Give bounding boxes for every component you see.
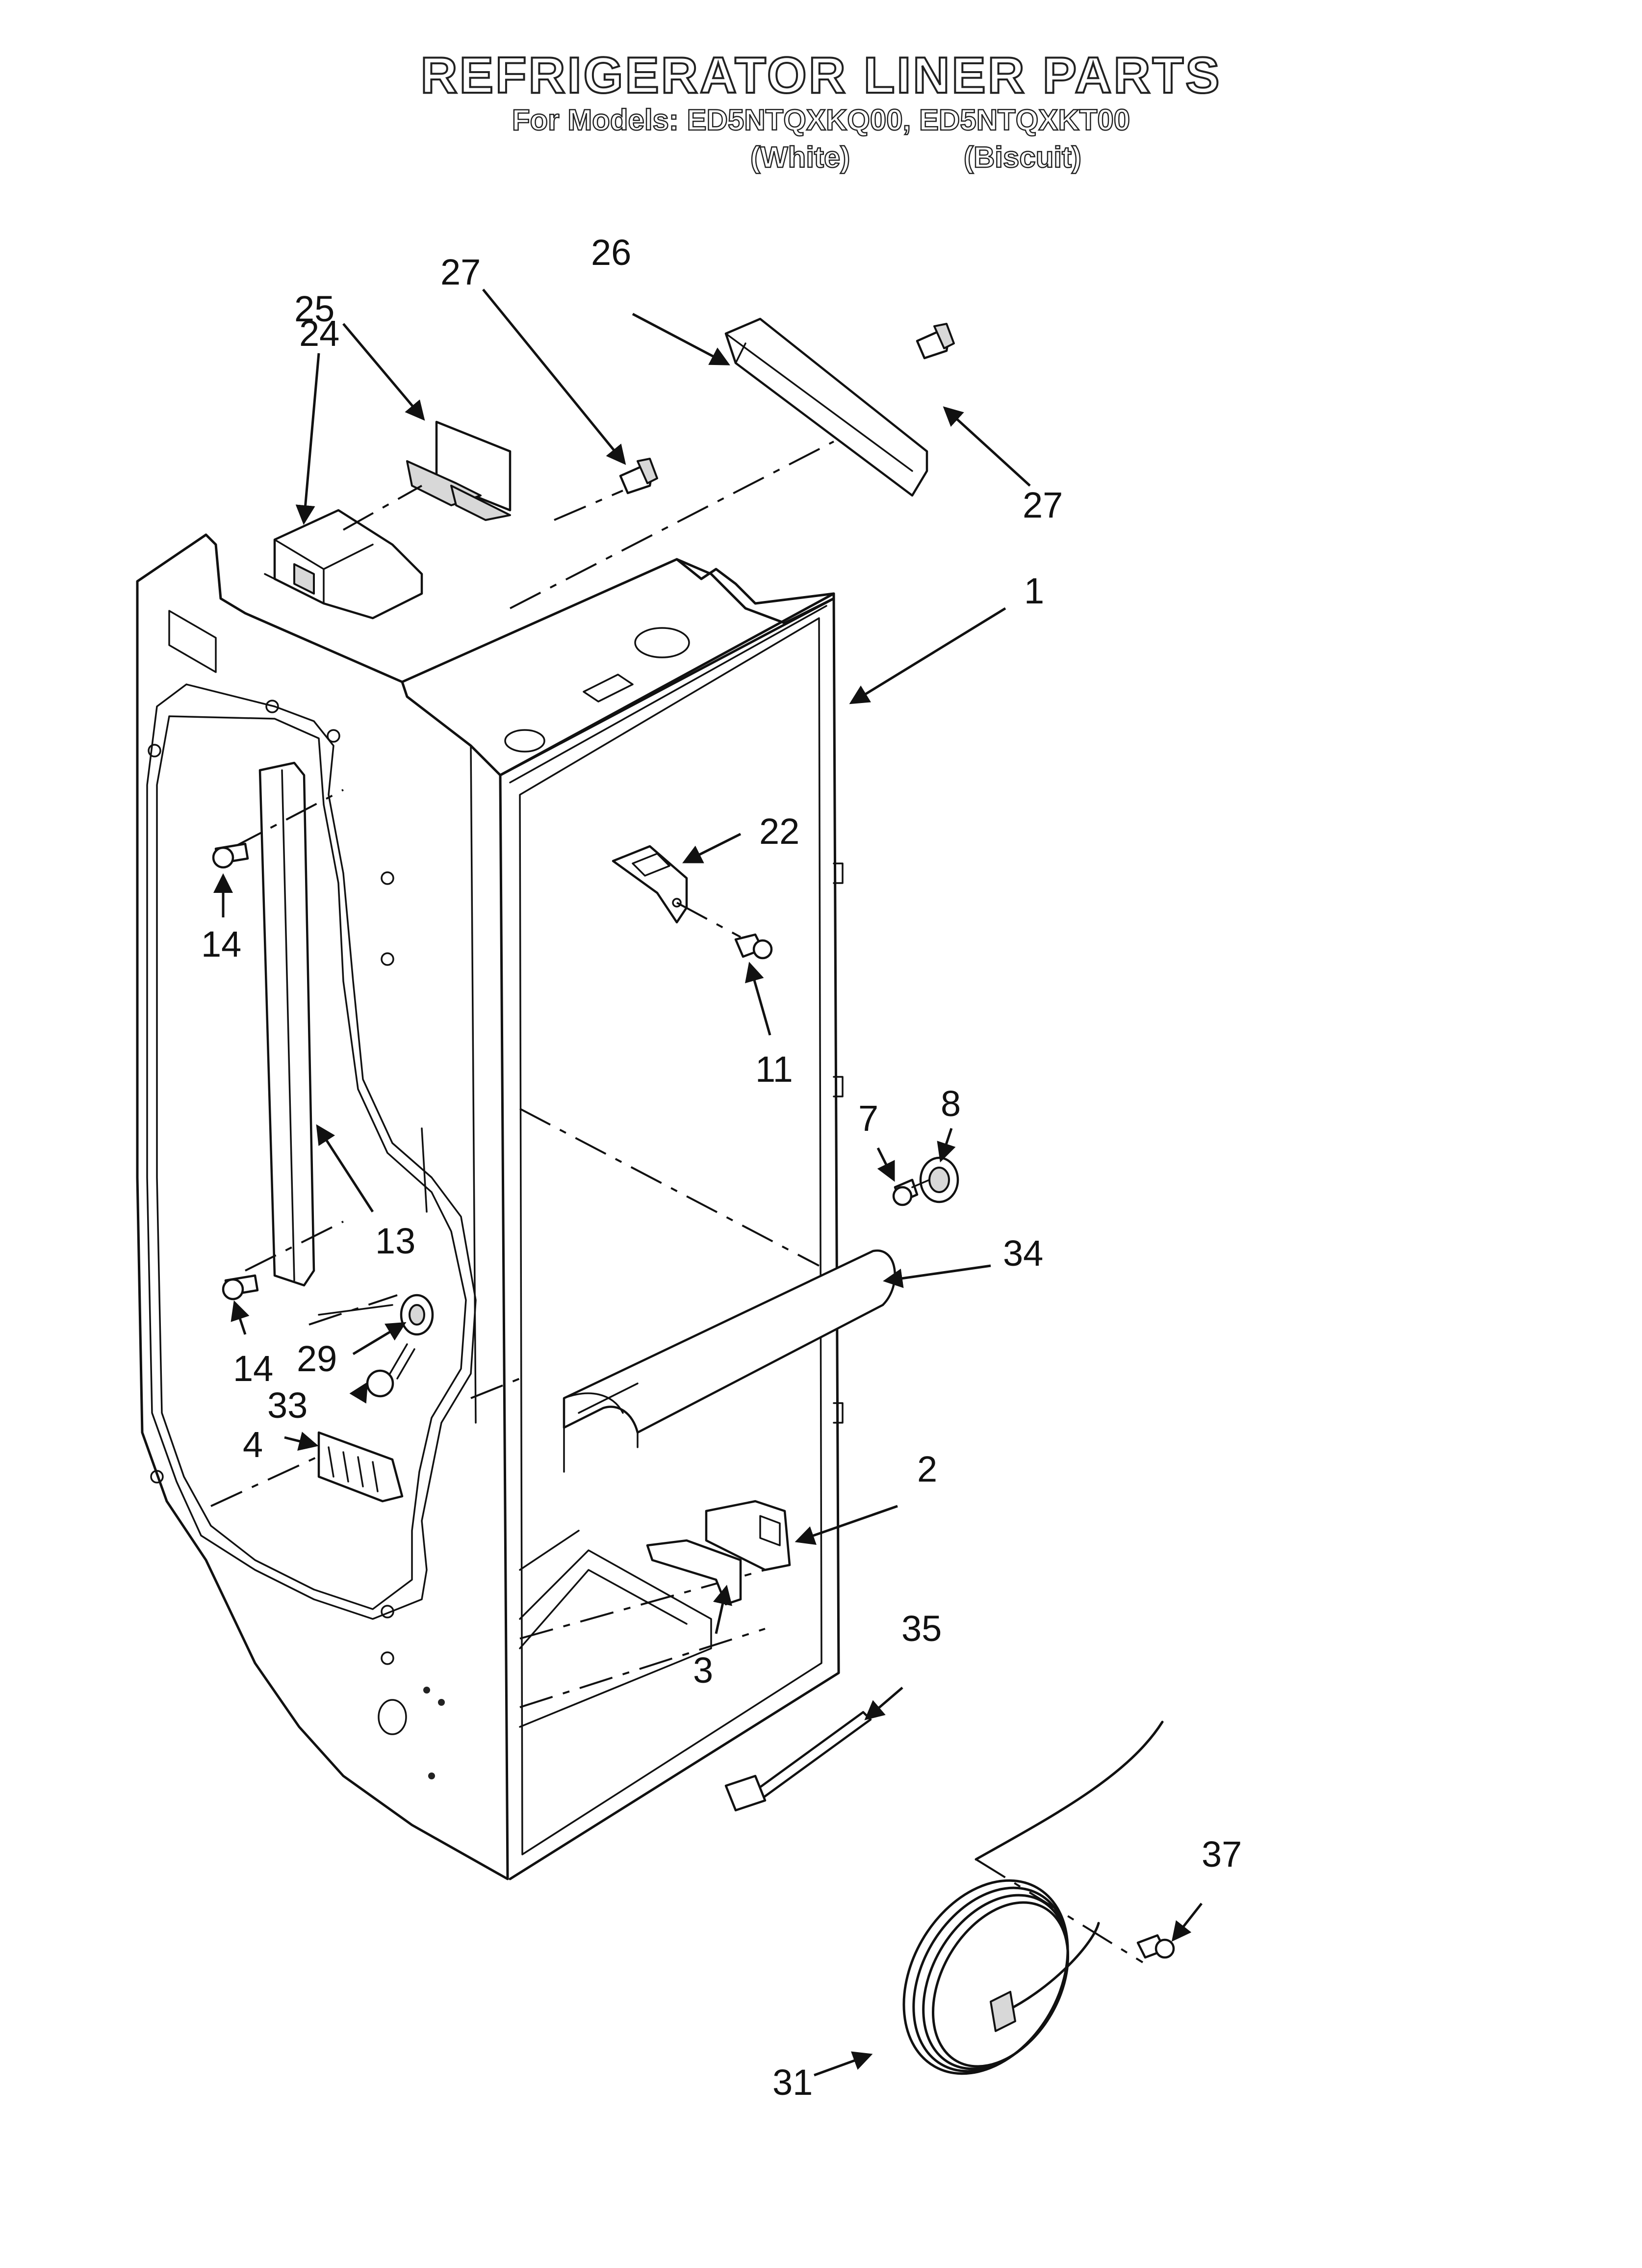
callout-34: 34 xyxy=(1003,1233,1043,1274)
variant-biscuit: (Biscuit) xyxy=(963,140,1082,175)
variant-white: (White) xyxy=(750,140,851,175)
assembly-line-22 xyxy=(676,902,741,938)
part-7-screw xyxy=(892,1178,919,1206)
part-24-control-housing xyxy=(264,509,423,620)
callout-33: 33 xyxy=(267,1385,308,1426)
assembly-line-13-top xyxy=(230,789,344,850)
part-29-light-socket xyxy=(308,1294,434,1336)
callout-14-bottom: 14 xyxy=(233,1348,273,1389)
part-2-bracket xyxy=(705,1500,791,1571)
part-3-bracket xyxy=(646,1539,742,1606)
part-8-grommet xyxy=(911,1156,959,1203)
callout-7: 7 xyxy=(858,1098,878,1139)
callout-1: 1 xyxy=(1024,571,1044,611)
callout-29: 29 xyxy=(297,1338,337,1379)
part-26-rail xyxy=(724,317,928,497)
part-13-shelf-ladder xyxy=(258,761,315,1287)
page-title: REFRIGERATOR LINER PARTS xyxy=(420,46,1222,105)
callout-31: 31 xyxy=(772,2062,813,2103)
callout-3: 3 xyxy=(693,1650,713,1691)
callout-22: 22 xyxy=(759,811,799,852)
callout-35: 35 xyxy=(901,1608,942,1649)
assembly-line-37 xyxy=(975,1858,1144,1963)
part-11-screw xyxy=(734,933,773,960)
part-27-screw-right xyxy=(916,323,955,360)
part-25-bracket xyxy=(406,420,512,521)
liner-cabinet xyxy=(136,533,844,1880)
leader-lines xyxy=(213,288,1203,2077)
part-33-bulb xyxy=(366,1343,415,1398)
callout-4: 4 xyxy=(243,1424,263,1465)
callout-8: 8 xyxy=(941,1083,961,1124)
callout-25: 25 xyxy=(294,288,334,329)
part-34-cover xyxy=(563,1249,896,1473)
part-27-screw-left xyxy=(619,458,658,495)
assembly-line-26 xyxy=(510,441,834,609)
assembly-line-25 xyxy=(343,485,422,531)
part-37-screw xyxy=(1136,1934,1175,1959)
part-14-screw-top xyxy=(212,842,249,869)
models-subtitle: For Models: ED5NTQXKQ00, ED5NTQXKT00 xyxy=(512,103,1131,137)
assembly-line-13-bottom xyxy=(245,1221,344,1272)
callout-11: 11 xyxy=(755,1049,793,1090)
part-35-cable-tie xyxy=(724,1711,872,1812)
callout-37: 37 xyxy=(1202,1834,1242,1875)
assembly-line-27 xyxy=(554,490,623,521)
part-14-screw-bottom xyxy=(222,1274,259,1301)
part-22-bracket xyxy=(612,845,688,924)
callout-24: 24 xyxy=(299,313,339,354)
part-31-tubing-coil xyxy=(902,1721,1164,2075)
callout-26: 26 xyxy=(591,232,631,273)
callout-14-top: 14 xyxy=(201,924,241,965)
callout-2: 2 xyxy=(917,1449,937,1489)
callout-27-right: 27 xyxy=(1023,485,1063,525)
callout-13: 13 xyxy=(375,1221,415,1261)
callout-27-left: 27 xyxy=(440,252,481,292)
part-4-vent xyxy=(317,1431,404,1503)
